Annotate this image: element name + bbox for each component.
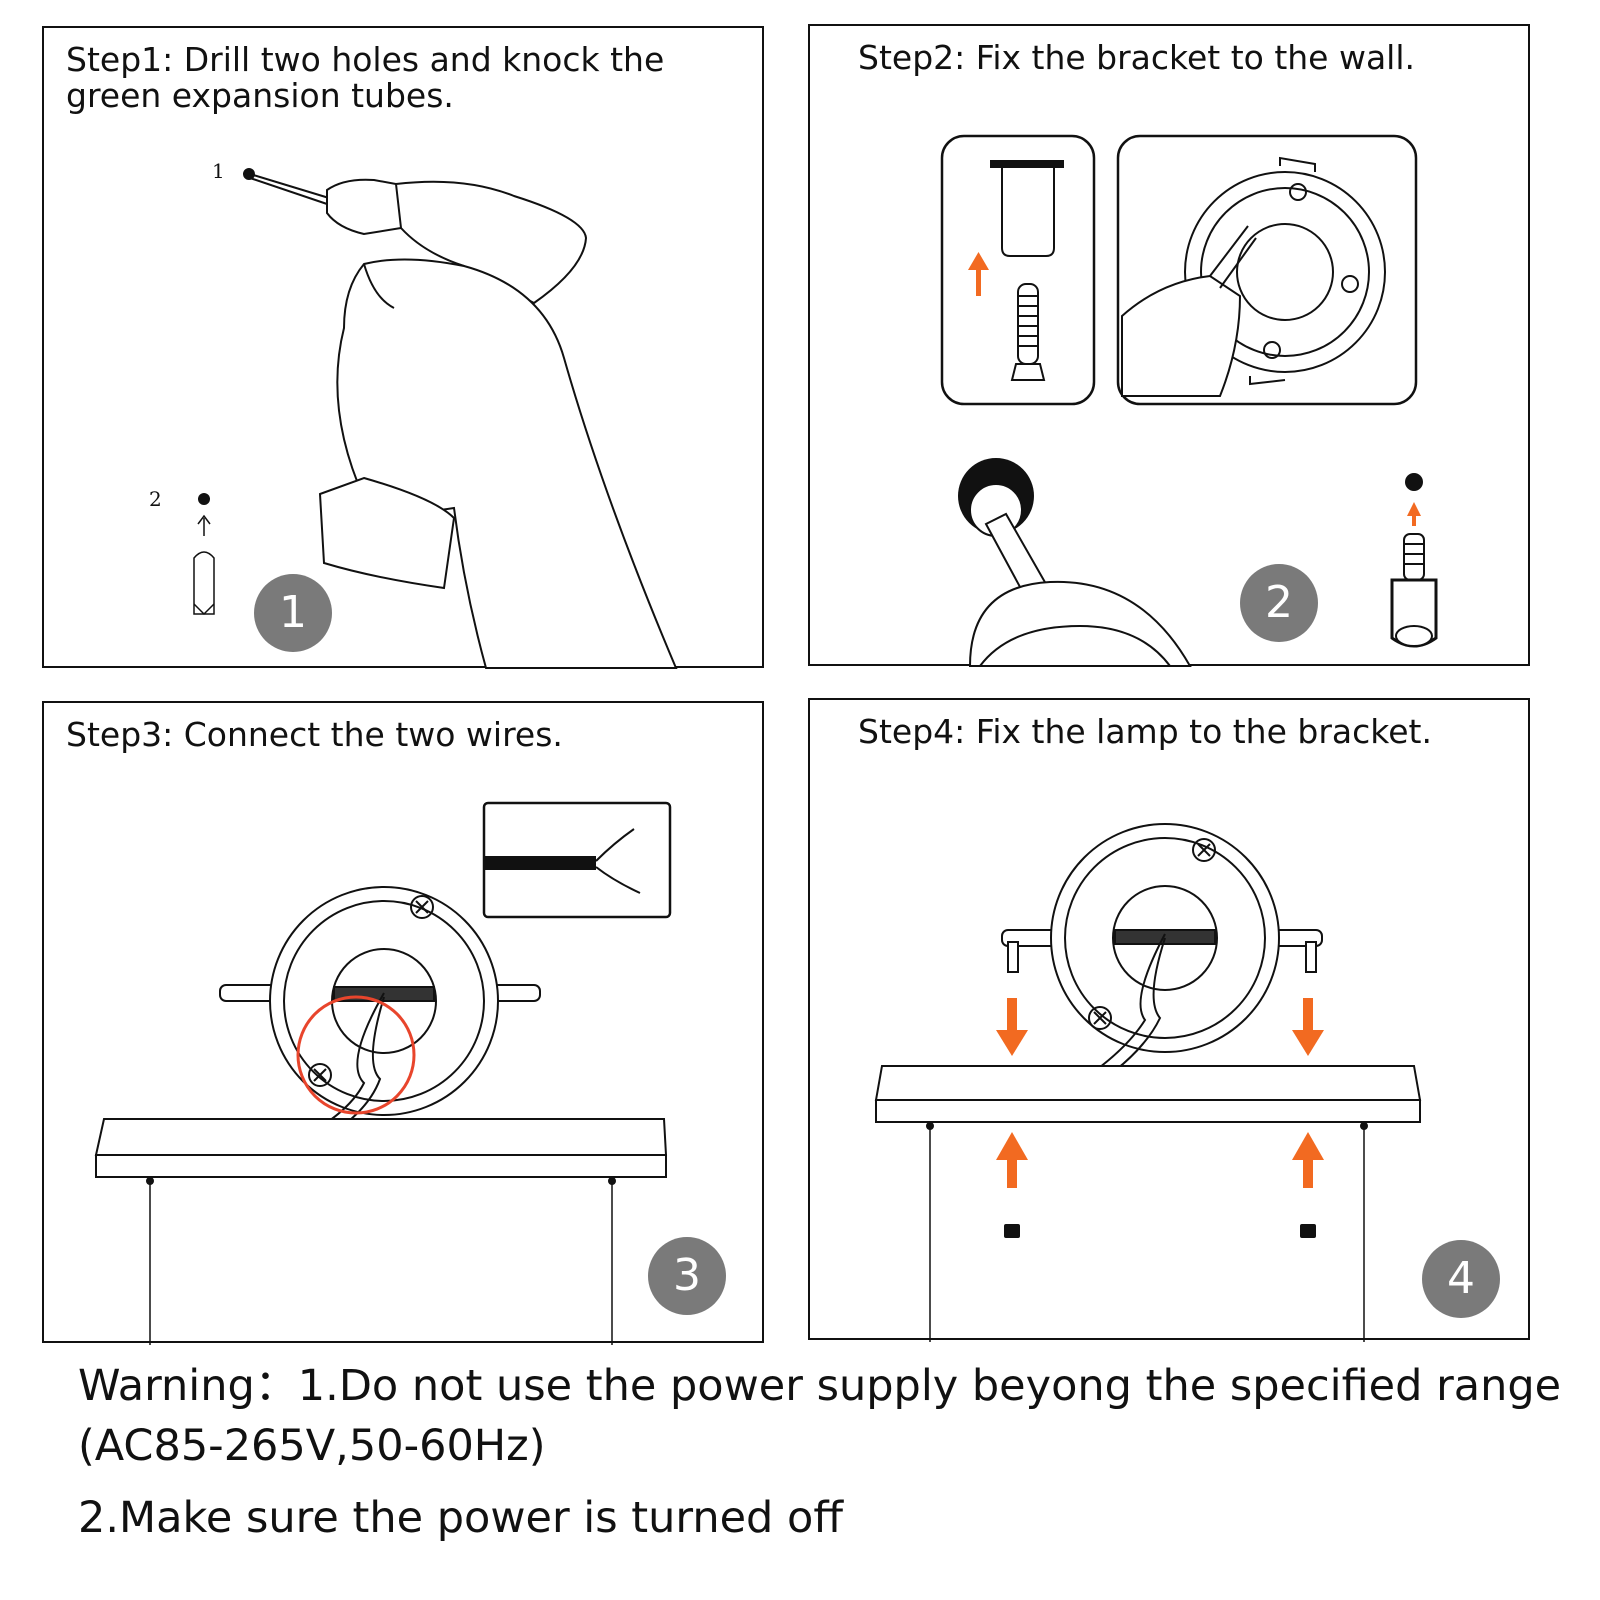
bracket-illustration: [940, 134, 1438, 667]
arrow-up-icon: [1292, 1132, 1324, 1188]
step4-badge: 4: [1422, 1240, 1500, 1318]
step2-panel: Step2: Fix the bracket to the wall.: [808, 24, 1530, 667]
step1-panel: Step1: Drill two holes and knock the gre…: [42, 26, 764, 669]
screw-anchor-icon: [1390, 533, 1438, 648]
step1-title: Step1: Drill two holes and knock the gre…: [66, 40, 665, 115]
arrow-down-icon: [1292, 998, 1324, 1056]
step3-badge: 3: [648, 1237, 726, 1315]
step1-badge: 1: [254, 574, 332, 652]
step2-title: Step2: Fix the bracket to the wall.: [858, 38, 1416, 77]
hole-dot-icon: [1405, 473, 1423, 491]
arrow-down-icon: [996, 998, 1028, 1056]
arrow-up-icon: [996, 1132, 1028, 1188]
drill-bit-icon: [243, 168, 330, 205]
warning-line-1: Warning：1.Do not use the power supply be…: [78, 1361, 1562, 1411]
arrow-up-icon: [1407, 502, 1421, 526]
step1-label-2: 2: [149, 487, 162, 511]
warning-line-2: (AC85-265V,50-60Hz): [78, 1421, 546, 1471]
warning-line-3: 2.Make sure the power is turned off: [78, 1493, 843, 1543]
arrow-up-icon: [968, 252, 989, 296]
step4-title: Step4: Fix the lamp to the bracket.: [858, 712, 1432, 751]
step4-panel: Step4: Fix the lamp to the bracket.: [808, 698, 1530, 1342]
screw-head-icon: [1004, 1224, 1020, 1238]
lamp-panel: [94, 1118, 668, 1156]
wiring-illustration: [94, 801, 672, 1345]
step3-panel: Step3: Connect the two wires.: [42, 701, 764, 1345]
step2-badge: 2: [1240, 564, 1318, 642]
highlight-circle: [296, 995, 416, 1115]
wire-cable-icon: [484, 856, 596, 870]
lamp-mount-illustration: [874, 823, 1422, 1342]
step1-label-1: 1: [212, 159, 225, 183]
lamp-panel: [874, 1065, 1422, 1101]
screw-icon: [1010, 283, 1046, 381]
hole-dot-icon: [198, 493, 210, 505]
drill-illustration: 1 2: [149, 159, 678, 669]
step3-title: Step3: Connect the two wires.: [66, 715, 563, 754]
screw-head-icon: [1300, 1224, 1316, 1238]
expansion-tube-icon: [193, 514, 215, 616]
